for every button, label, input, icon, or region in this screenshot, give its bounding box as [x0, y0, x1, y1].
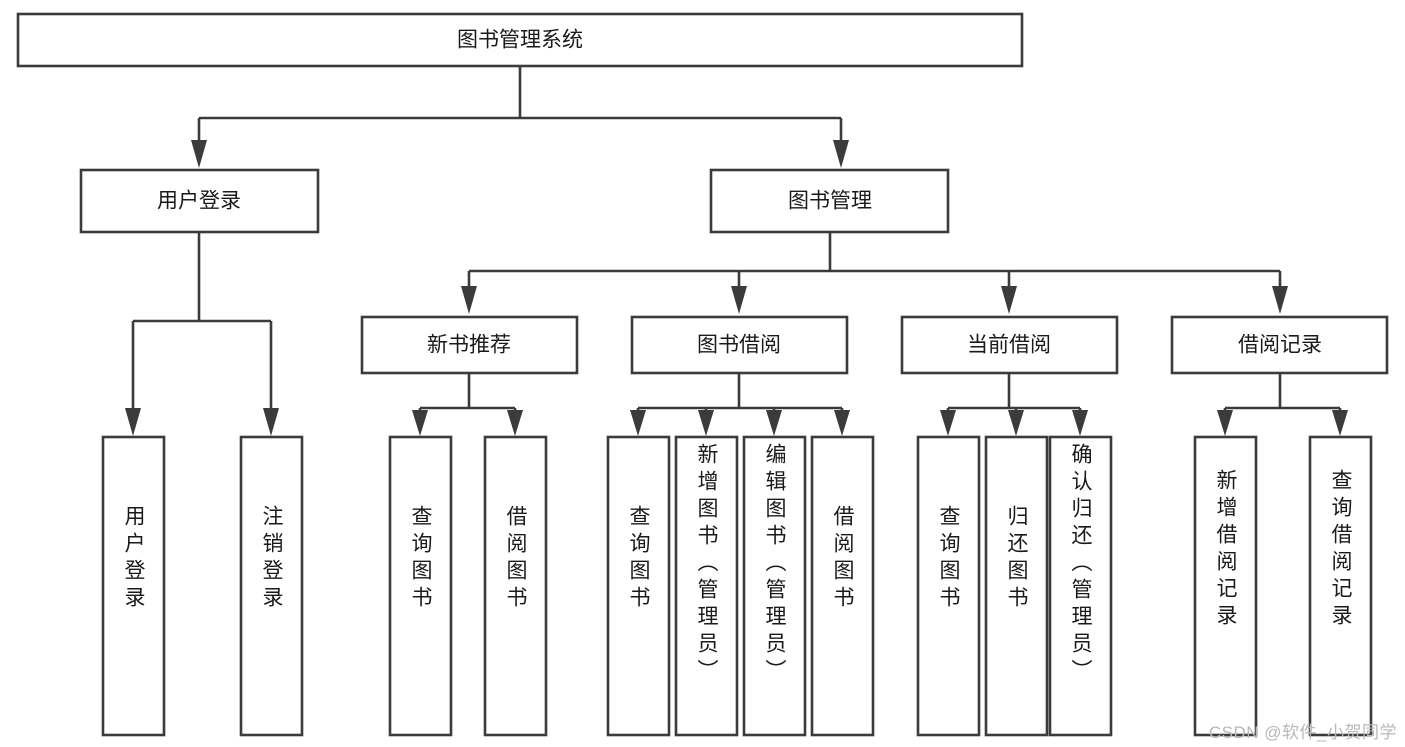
arrow-head-icon [191, 140, 207, 168]
arrow-head-icon [507, 410, 523, 436]
node-current-borrow-box[interactable] [900, 315, 1119, 375]
leaf-box-borrow-book-1[interactable] [483, 435, 548, 737]
node-root-label: 图书管理系统 [457, 29, 583, 52]
arrow-head-icon [1001, 286, 1017, 314]
arrow-head-icon [125, 408, 141, 436]
leaf-box-return-book[interactable] [984, 435, 1049, 737]
arrow-head-icon [1008, 410, 1024, 436]
arrow-head-icon [412, 410, 428, 436]
connector-new-book-recommend-to-leaves [412, 373, 523, 436]
node-book-management-label: 图书管理 [788, 190, 872, 213]
leaf-box-add-book-admin[interactable] [674, 435, 739, 737]
arrow-head-icon [263, 408, 279, 436]
leaf-box-confirm-return-admin[interactable] [1048, 435, 1113, 737]
leaf-box-query-book-1[interactable] [388, 435, 453, 737]
connector-borrow-record-to-leaves [1217, 373, 1348, 436]
node-new-book-recommend[interactable]: 新书推荐 [360, 315, 579, 375]
arrow-head-icon [731, 286, 747, 314]
arrow-head-icon [1072, 410, 1088, 436]
node-user-login-box[interactable] [79, 168, 320, 234]
node-borrow-record[interactable]: 借阅记录 [1170, 315, 1389, 375]
connector-root-to-level2 [191, 66, 849, 168]
node-borrow-record-label: 借阅记录 [1238, 334, 1322, 357]
leaf-box-query-book-3[interactable] [916, 435, 981, 737]
leaf-box-add-borrow-record[interactable] [1193, 435, 1258, 737]
leaf-box-user-login[interactable] [101, 435, 166, 737]
connector-current-borrow-to-leaves [940, 373, 1088, 436]
arrow-head-icon [461, 286, 477, 314]
leaf-box-logout-login[interactable] [239, 435, 304, 737]
leaf-box-query-book-2[interactable] [606, 435, 671, 737]
leaf-box-edit-book-admin[interactable] [742, 435, 807, 737]
arrow-head-icon [1332, 410, 1348, 436]
arrow-head-icon [766, 410, 782, 436]
connector-user-login-to-leaves [125, 232, 279, 436]
arrow-head-icon [1217, 410, 1233, 436]
connector-book-borrow-to-leaves [630, 373, 850, 436]
node-book-borrow[interactable]: 图书借阅 [630, 315, 849, 375]
leaf-box-borrow-book-2[interactable] [810, 435, 875, 737]
leaf-box-query-borrow-record[interactable] [1308, 435, 1373, 737]
arrow-head-icon [940, 410, 956, 436]
csdn-watermark: CSDN @软件_小贺同学 [1208, 723, 1397, 742]
node-root-box[interactable] [16, 12, 1024, 68]
node-new-book-recommend-label: 新书推荐 [427, 334, 511, 357]
arrow-head-icon [833, 140, 849, 168]
node-current-borrow-label: 当前借阅 [967, 334, 1051, 357]
node-book-borrow-label: 图书借阅 [697, 334, 781, 357]
connector-book-management-to-level3 [461, 232, 1288, 314]
node-current-borrow[interactable]: 当前借阅 [900, 315, 1119, 375]
arrow-head-icon [630, 410, 646, 436]
node-new-book-recommend-box[interactable] [360, 315, 579, 375]
node-book-management[interactable]: 图书管理 [709, 168, 950, 234]
arrow-head-icon [698, 410, 714, 436]
node-root[interactable]: 图书管理系统 [16, 12, 1024, 68]
arrow-head-icon [834, 410, 850, 436]
node-user-login-label: 用户登录 [157, 190, 241, 213]
arrow-head-icon [1272, 286, 1288, 314]
node-user-login[interactable]: 用户登录 [79, 168, 320, 234]
